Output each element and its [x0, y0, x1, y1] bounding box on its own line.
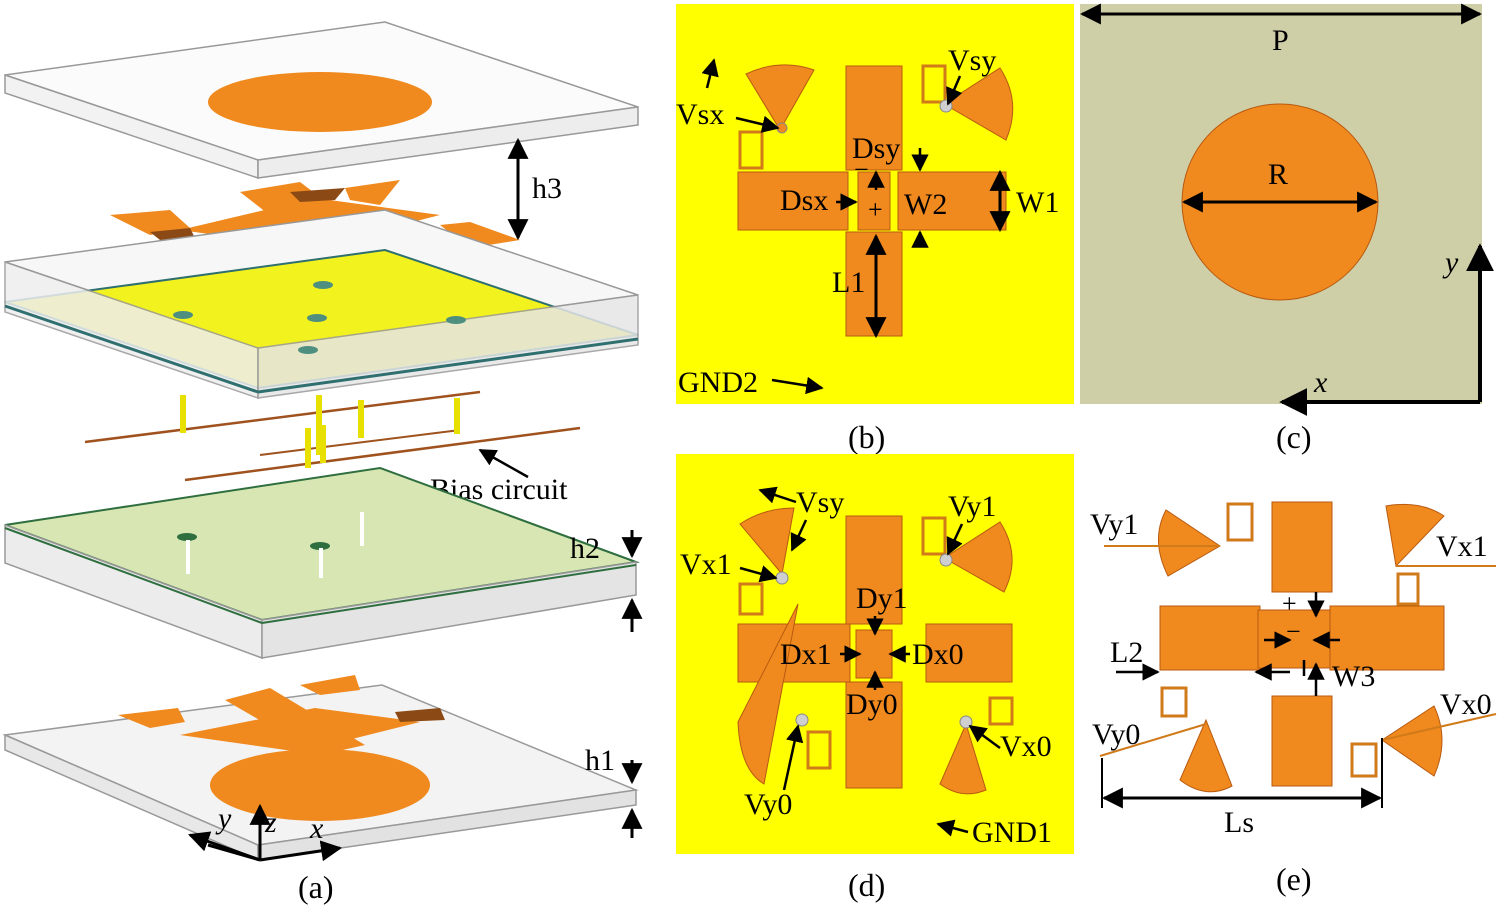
plus-b: + — [868, 195, 883, 224]
h1-dimension: h1 — [585, 744, 643, 838]
vsy-label: Vsy — [948, 44, 996, 77]
dx0-label: Dx0 — [912, 638, 964, 671]
axes-triad: y z x — [188, 802, 343, 862]
cross-patch-e — [1157, 501, 1445, 793]
caption-d: (d) — [848, 867, 885, 903]
dx1-label: Dx1 — [780, 638, 832, 671]
cross-patch-d — [737, 507, 1014, 795]
bottom-disc — [210, 749, 430, 821]
minus-e: − — [1286, 617, 1301, 646]
axis-x-label: x — [309, 812, 324, 845]
bias-circuit: Bias circuit — [84, 390, 581, 506]
axis-z-label: z — [264, 806, 277, 839]
superstrate-layer — [4, 21, 639, 180]
panel-c: P R y x (c) — [1079, 3, 1494, 455]
axis-y-label: y — [215, 802, 232, 835]
h2-label: h2 — [570, 532, 600, 565]
cross-patch-b — [737, 64, 1014, 337]
h1-label: h1 — [585, 744, 615, 777]
r-label: R — [1268, 158, 1288, 191]
panel-a: h3 Bias circuit — [2, 21, 643, 905]
middle-board — [4, 209, 639, 400]
h3-label: h3 — [532, 172, 562, 205]
caption-b: (b) — [848, 419, 885, 455]
vx0-label-e: Vx0 — [1440, 688, 1492, 721]
caption-a: (a) — [298, 869, 334, 905]
dy1-label: Dy1 — [856, 582, 908, 615]
w3-label: W3 — [1332, 660, 1375, 693]
caption-c: (c) — [1276, 419, 1312, 455]
panel-e: Vy1 Vx1 + − L2 W3 Vy0 Vx0 Ls (e) — [1090, 501, 1497, 897]
vsx-label: Vsx — [676, 98, 724, 131]
caption-e: (e) — [1276, 861, 1312, 897]
panel-b: Vsx Vsy Dsy − Dsx + W2 W1 L1 GND2 (b) — [676, 4, 1074, 455]
axis-x-c: x — [1313, 366, 1328, 399]
vsy-label-d: Vsy — [796, 486, 844, 519]
gnd2-label: GND2 — [678, 366, 758, 399]
l2-label: L2 — [1110, 636, 1143, 669]
lower-substrate — [4, 466, 640, 660]
w2-label: W2 — [904, 188, 947, 221]
gnd1-label: GND1 — [972, 816, 1052, 849]
vy1-label-d: Vy1 — [948, 490, 996, 523]
vx0-label-d: Vx0 — [1000, 730, 1052, 763]
parasitic-disc — [208, 72, 432, 132]
ls-label: Ls — [1224, 806, 1254, 839]
h2-dimension: h2 — [570, 530, 643, 632]
vx1-label-e: Vx1 — [1436, 530, 1488, 563]
h3-dimension: h3 — [507, 137, 562, 241]
vy1-label-e: Vy1 — [1090, 508, 1138, 541]
l1-label: L1 — [832, 266, 865, 299]
bottom-substrate — [2, 675, 639, 862]
dy0-label: Dy0 — [846, 688, 898, 721]
plus-e: + — [1282, 589, 1297, 618]
minus-b: − — [854, 155, 869, 184]
panel-d: Vsy Vy1 Vx1 Dy1 Dx1 Dx0 Dy0 Vy0 Vx0 GND1… — [676, 454, 1074, 903]
vy0-label-e: Vy0 — [1092, 718, 1140, 751]
w1-label: W1 — [1016, 186, 1059, 219]
dsx-label: Dsx — [780, 184, 828, 217]
vy0-label-d: Vy0 — [744, 788, 792, 821]
dsy-label: Dsy — [852, 132, 900, 165]
vx1-label-d: Vx1 — [680, 548, 732, 581]
p-label: P — [1272, 24, 1289, 57]
axis-y-c: y — [1442, 246, 1459, 279]
